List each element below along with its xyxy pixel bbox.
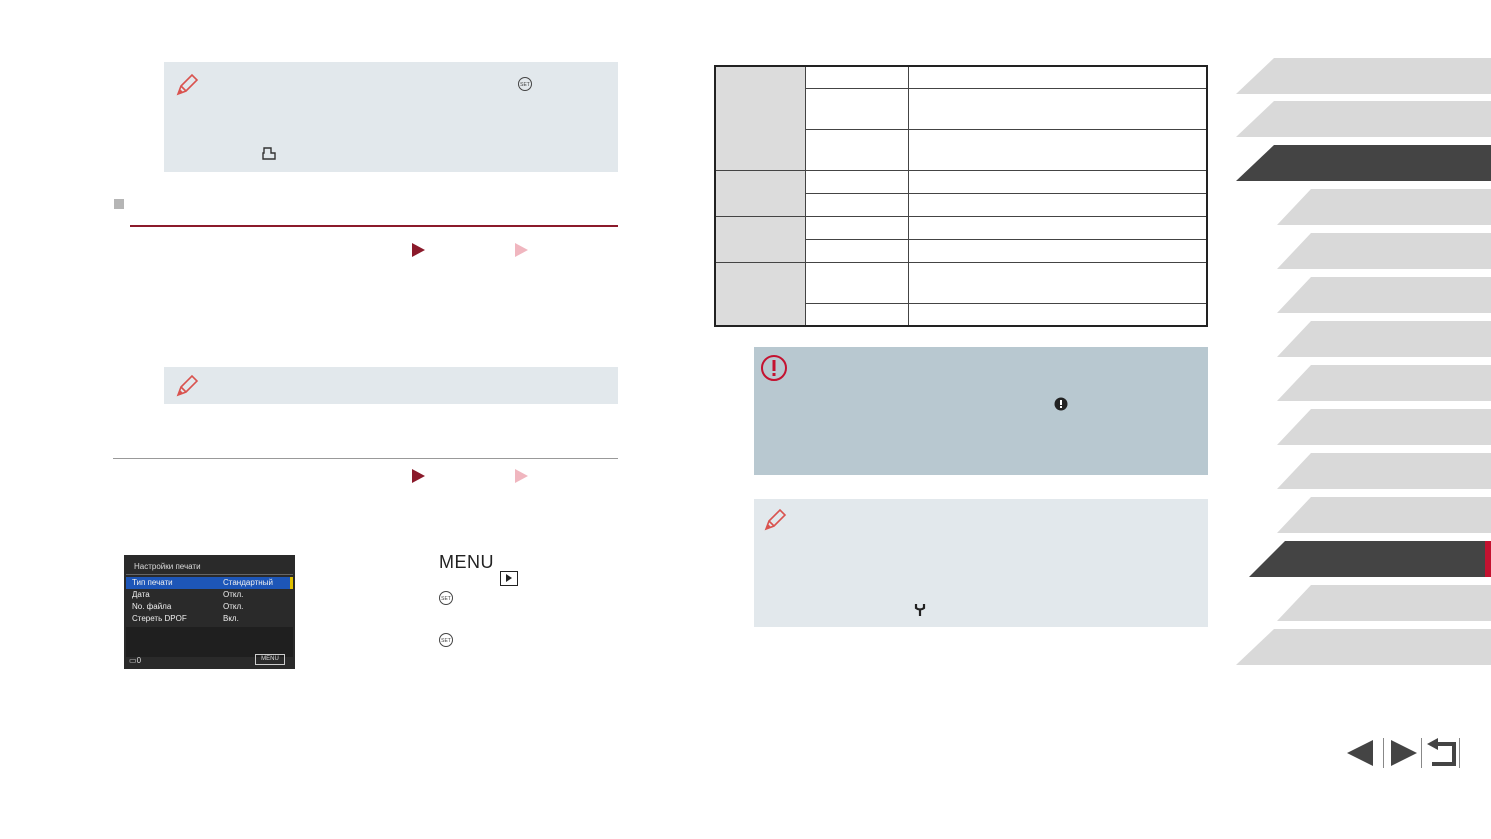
camera-screen-title: Настройки печати xyxy=(134,562,201,571)
pencil-icon xyxy=(172,70,202,100)
table-cell xyxy=(907,169,1208,194)
side-subtab[interactable] xyxy=(1277,585,1491,621)
side-subtab[interactable] xyxy=(1277,365,1491,401)
menu-back-button: MENU xyxy=(255,654,285,665)
side-tab-active[interactable] xyxy=(1236,145,1491,181)
camera-screen: Настройки печати Тип печати Стандартный … xyxy=(124,555,295,669)
table-cell xyxy=(804,192,909,217)
note-box-bottom xyxy=(754,499,1208,627)
table-group-cell xyxy=(714,261,806,327)
camera-menu-row: No. файла Откл. xyxy=(132,602,244,611)
table-group-cell xyxy=(714,169,806,217)
table-group-cell xyxy=(714,215,806,263)
nav-separator xyxy=(1459,738,1460,768)
table-cell xyxy=(804,261,909,304)
warning-icon xyxy=(1054,397,1068,416)
table-cell xyxy=(907,238,1208,263)
table-cell xyxy=(907,192,1208,217)
settings-table xyxy=(714,65,1208,327)
nav-separator xyxy=(1421,738,1422,768)
note-box-top: SET xyxy=(164,62,618,172)
section-rule-2 xyxy=(113,458,618,459)
table-cell xyxy=(907,65,1208,89)
breadcrumb-arrow-icon xyxy=(412,469,425,483)
table-cell xyxy=(907,302,1208,327)
table-cell xyxy=(907,87,1208,130)
table-cell xyxy=(907,128,1208,171)
side-tab[interactable] xyxy=(1236,101,1491,137)
nav-separator xyxy=(1383,738,1384,768)
section-rule xyxy=(130,225,618,227)
wrench-icon xyxy=(914,603,926,622)
table-cell xyxy=(804,215,909,240)
table-cell xyxy=(804,128,909,171)
breadcrumb-arrow-icon xyxy=(515,469,528,483)
camera-menu-row: Дата Откл. xyxy=(132,590,244,599)
side-subtab[interactable] xyxy=(1277,321,1491,357)
side-subtab-active[interactable] xyxy=(1249,541,1485,577)
camera-menu-row: Стереть DPOF Вкл. xyxy=(132,614,239,623)
table-cell xyxy=(804,302,909,327)
set-button-icon: SET xyxy=(439,591,453,605)
side-subtab[interactable] xyxy=(1277,497,1491,533)
section-marker xyxy=(114,199,124,209)
table-group-cell xyxy=(714,65,806,171)
next-page-icon[interactable] xyxy=(1391,740,1417,766)
side-tab[interactable] xyxy=(1236,58,1491,94)
pencil-icon xyxy=(172,371,202,401)
active-tab-marker xyxy=(1485,541,1491,577)
side-subtab[interactable] xyxy=(1277,233,1491,269)
table-cell xyxy=(804,65,909,89)
side-subtab[interactable] xyxy=(1277,189,1491,225)
table-cell xyxy=(907,261,1208,304)
side-subtab[interactable] xyxy=(1277,277,1491,313)
breadcrumb-arrow-icon xyxy=(412,243,425,257)
camera-menu-row: Тип печати Стандартный xyxy=(126,577,293,589)
breadcrumb-arrow-icon xyxy=(515,243,528,257)
table-cell xyxy=(907,215,1208,240)
note-box-middle xyxy=(164,367,618,404)
pencil-icon xyxy=(760,505,790,535)
return-icon[interactable] xyxy=(1426,738,1458,773)
print-count: ▭0 xyxy=(129,656,142,665)
side-subtab[interactable] xyxy=(1277,409,1491,445)
side-tab[interactable] xyxy=(1236,629,1491,665)
print-icon xyxy=(261,146,277,167)
side-subtab[interactable] xyxy=(1277,453,1491,489)
play-icon xyxy=(500,571,518,586)
set-button-icon: SET xyxy=(518,77,532,91)
table-cell xyxy=(804,238,909,263)
set-button-icon: SET xyxy=(439,633,453,647)
table-cell xyxy=(804,87,909,130)
prev-page-icon[interactable] xyxy=(1347,740,1373,766)
menu-button-label: MENU xyxy=(439,552,494,572)
table-cell xyxy=(804,169,909,194)
warning-icon xyxy=(760,354,788,387)
warning-box xyxy=(754,347,1208,475)
